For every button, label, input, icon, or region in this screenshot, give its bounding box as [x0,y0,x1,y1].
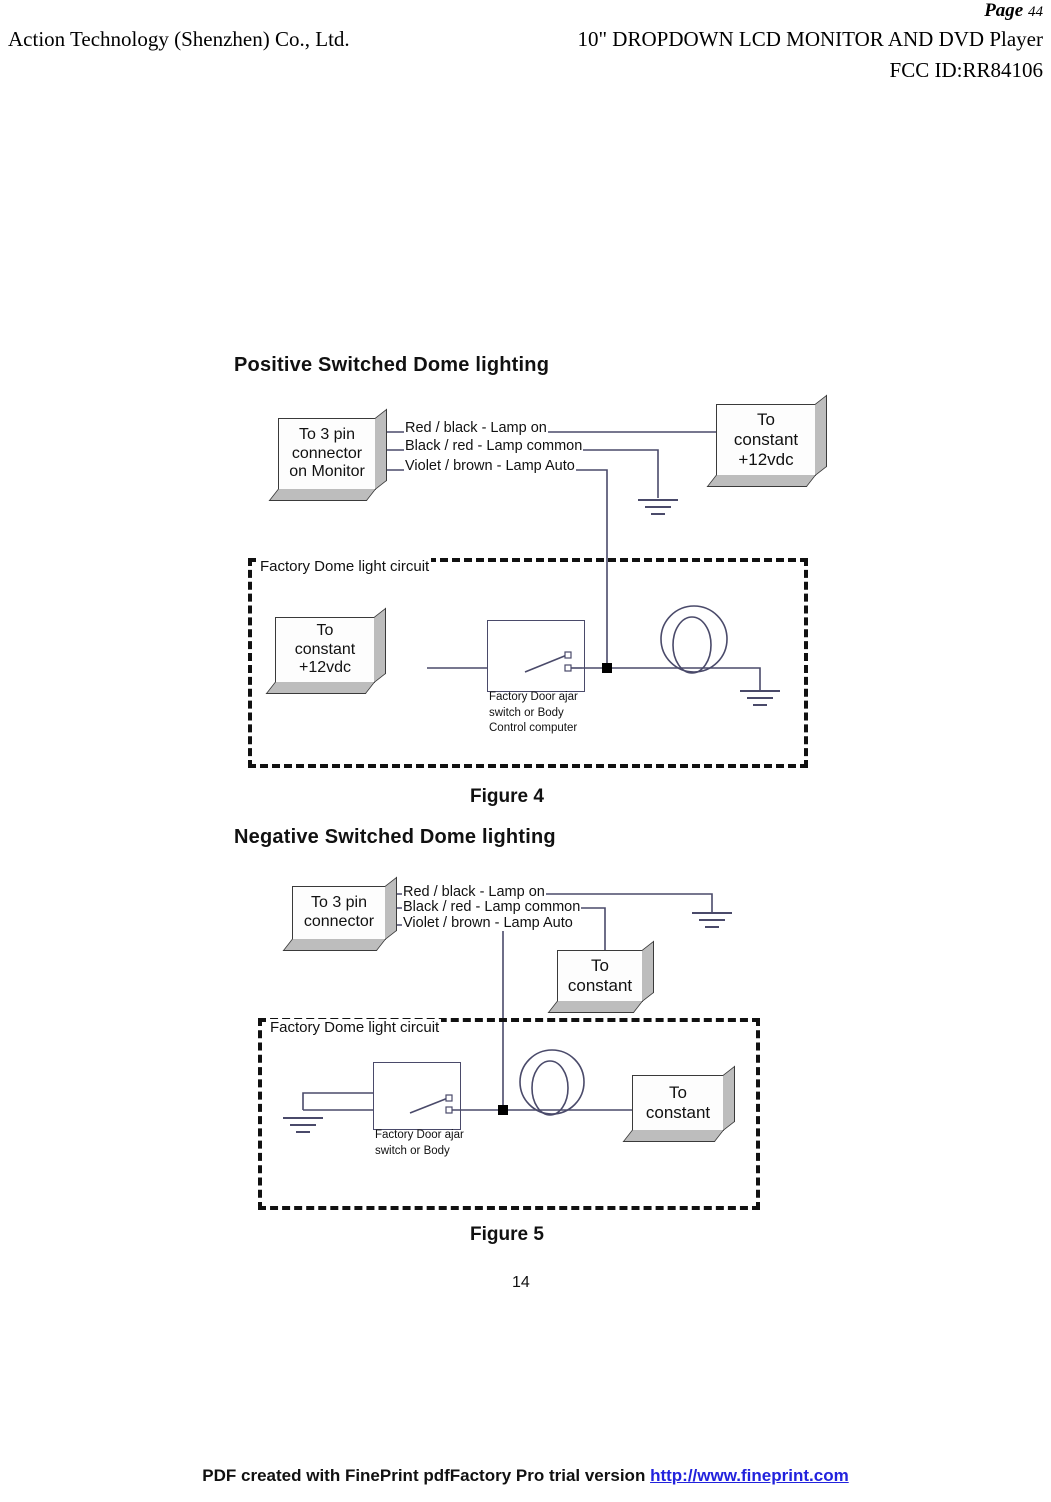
figure5-section-title: Negative Switched Dome lighting [234,826,556,848]
fig4-ground-upper-icon [638,499,678,515]
fig5-connector-box-side [385,876,397,940]
figure4-caption: Figure 4 [470,786,544,807]
document-page-number: 14 [512,1274,530,1291]
fig4-wire-label-lamp-on: Red / black - Lamp on [404,420,548,436]
fig4-supply-right-line3: +12vdc [738,450,794,470]
fig5-supply-upper-line2: constant [567,976,633,995]
fig5-connector-box: To 3 pin connector [282,876,397,951]
fig4-supply-right-line2: constant [733,429,799,449]
fig4-wire-label-lamp-common: Black / red - Lamp common [404,438,584,454]
header-page-number: 44 [1028,4,1043,20]
header-product-title: 10" DROPDOWN LCD MONITOR AND DVD Player [577,27,1043,51]
fig4-switch-caption-line2: switch or Body [489,706,564,719]
fig4-supply-box-right-bottom [706,475,816,487]
fig5-connector-line1: To 3 pin [310,894,368,912]
footer-text: PDF created with FinePrint pdfFactory Pr… [202,1466,651,1485]
fig4-supply-right-line1: To [757,409,775,429]
header-page-indicator: Page 44 [984,0,1043,22]
fig4-switch-caption: Factory Door ajar switch or Body Control… [489,690,578,737]
fig4-supply-inner-line3: +12vdc [298,659,352,677]
fig4-connector-line3: on Monitor [289,463,365,481]
footer-link[interactable]: http://www.fineprint.com [650,1466,849,1485]
fig5-supply-box-upper-bottom [547,1001,643,1013]
fig5-supply-box-inner: To constant [622,1065,735,1142]
fig4-connector-box-bottom [268,489,376,501]
fig5-enclosure-label: Factory Dome light circuit [268,1019,442,1036]
fig5-switch-caption: Factory Door ajar switch or Body [375,1128,464,1159]
fig5-ground-upper-icon [692,912,732,928]
fig4-supply-box-inner-bottom [265,682,375,694]
pdf-watermark-footer: PDF created with FinePrint pdfFactory Pr… [0,1466,1051,1486]
fig5-supply-inner-line2: constant [645,1103,711,1122]
fig4-wire-label-lamp-auto: Violet / brown - Lamp Auto [404,458,576,474]
fig5-switch-caption-line2: switch or Body [375,1144,450,1157]
fig4-connector-line2: connector [291,444,363,462]
fig4-connector-box-side [375,408,387,490]
fig4-supply-inner-line2: constant [294,640,356,658]
fig5-supply-inner-line1: To [669,1082,687,1102]
fig4-supply-box-right-side [815,394,827,476]
fig5-wire-label-lamp-on: Red / black - Lamp on [402,884,546,900]
fig5-supply-box-upper: To constant [547,940,654,1013]
figure4-section-title: Positive Switched Dome lighting [234,354,550,376]
fig4-supply-inner-line1: To [316,621,334,639]
fig4-enclosure-label: Factory Dome light circuit [258,558,432,575]
fig4-supply-box-right: To constant +12vdc [706,394,827,487]
fig5-connector-box-bottom [282,939,386,951]
fig5-supply-upper-line1: To [591,955,609,975]
figure5-caption: Figure 5 [470,1224,544,1245]
fig5-wire-label-lamp-common: Black / red - Lamp common [402,899,582,915]
fig4-supply-box-inner: To constant +12vdc [265,607,386,694]
fig4-supply-box-inner-side [374,607,386,683]
fig5-supply-box-inner-side [723,1065,735,1131]
fig5-factory-circuit-enclosure [258,1018,760,1210]
fig5-connector-line2: connector [303,913,375,930]
fig5-switch-caption-line1: Factory Door ajar [375,1129,464,1141]
fig5-supply-box-inner-bottom [622,1130,724,1142]
header-page-label: Page [984,0,1024,21]
fig5-switch-enclosure [373,1062,461,1130]
fig4-connector-line1: To 3 pin [298,425,356,443]
fig5-supply-box-upper-side [642,940,654,1002]
header-company-name: Action Technology (Shenzhen) Co., Ltd. [8,27,350,51]
page-header: Page 44 Action Technology (Shenzhen) Co.… [0,0,1051,92]
fig5-wire-label-lamp-auto: Violet / brown - Lamp Auto [402,915,574,931]
fig4-switch-caption-line1: Factory Door ajar [489,691,578,703]
fig4-switch-caption-line3: Control computer [489,722,578,735]
header-fcc-id: FCC ID:RR84106 [889,58,1043,82]
fig4-switch-enclosure [487,620,585,692]
fig4-connector-box: To 3 pin connector on Monitor [268,408,387,501]
